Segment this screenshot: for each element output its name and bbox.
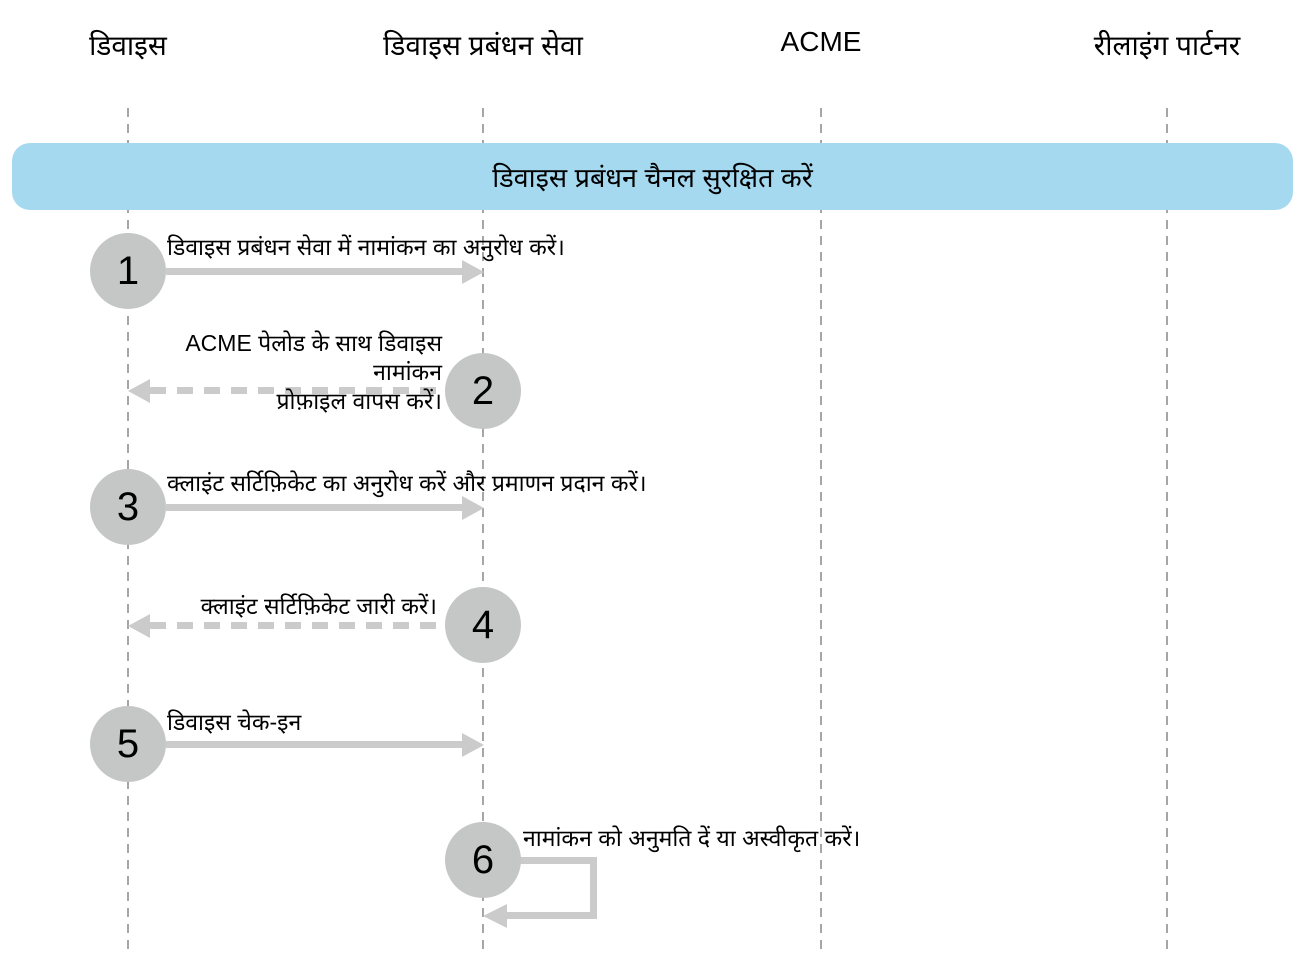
step-4-label: क्लाइंट सर्टिफ़िकेट जारी करें।: [200, 593, 437, 619]
lifeline-acme: [820, 108, 822, 952]
step-6-self-loop-top-segment: [483, 857, 597, 864]
step-4-arrow-dashed-left: [150, 622, 445, 629]
step-4-badge: 4: [445, 587, 521, 663]
step-1-badge: 1: [90, 233, 166, 309]
actor-relying-partner: रीलाइंग पार्टनर: [1093, 30, 1241, 61]
step-5-label: डिवाइस चेक-इन: [167, 709, 302, 735]
step-1-arrow-solid-right: [166, 268, 462, 275]
step-5-arrow-solid-right: [166, 741, 462, 748]
step-1-label: डिवाइस प्रबंधन सेवा में नामांकन का अनुरो…: [167, 234, 565, 260]
step-2-label-line2: प्रोफ़ाइल वापस करें।: [276, 388, 442, 414]
step-3-badge: 3: [90, 469, 166, 545]
step-3-arrow-solid-right: [166, 504, 462, 511]
step-6-self-loop-bottom-segment: [507, 912, 597, 919]
step-2-label: ACME पेलोड के साथ डिवाइस नामांकन प्रोफ़ा…: [128, 329, 442, 416]
actor-acme: ACME: [780, 26, 862, 57]
phase-banner: डिवाइस प्रबंधन चैनल सुरक्षित करें: [12, 143, 1293, 210]
step-3-label: क्लाइंट सर्टिफ़िकेट का अनुरोध करें और प्…: [167, 470, 647, 496]
actor-device: डिवाइस: [89, 30, 167, 61]
lifeline-relying-partner: [1166, 108, 1168, 952]
step-6-badge: 6: [445, 822, 521, 898]
step-2-arrow-dashed-left: [150, 387, 445, 394]
step-6-self-loop-arrowhead: [483, 904, 507, 928]
lifeline-device-management-service: [482, 108, 484, 952]
step-2-badge: 2: [445, 353, 521, 429]
step-2-label-line1: ACME पेलोड के साथ डिवाइस नामांकन: [185, 330, 442, 385]
step-6-self-loop-right-segment: [590, 857, 597, 919]
step-6-label: नामांकन को अनुमति दें या अस्वीकृत करें।: [523, 825, 861, 851]
actor-device-management-service: डिवाइस प्रबंधन सेवा: [383, 30, 583, 61]
step-5-badge: 5: [90, 706, 166, 782]
phase-banner-label: डिवाइस प्रबंधन चैनल सुरक्षित करें: [492, 163, 813, 193]
